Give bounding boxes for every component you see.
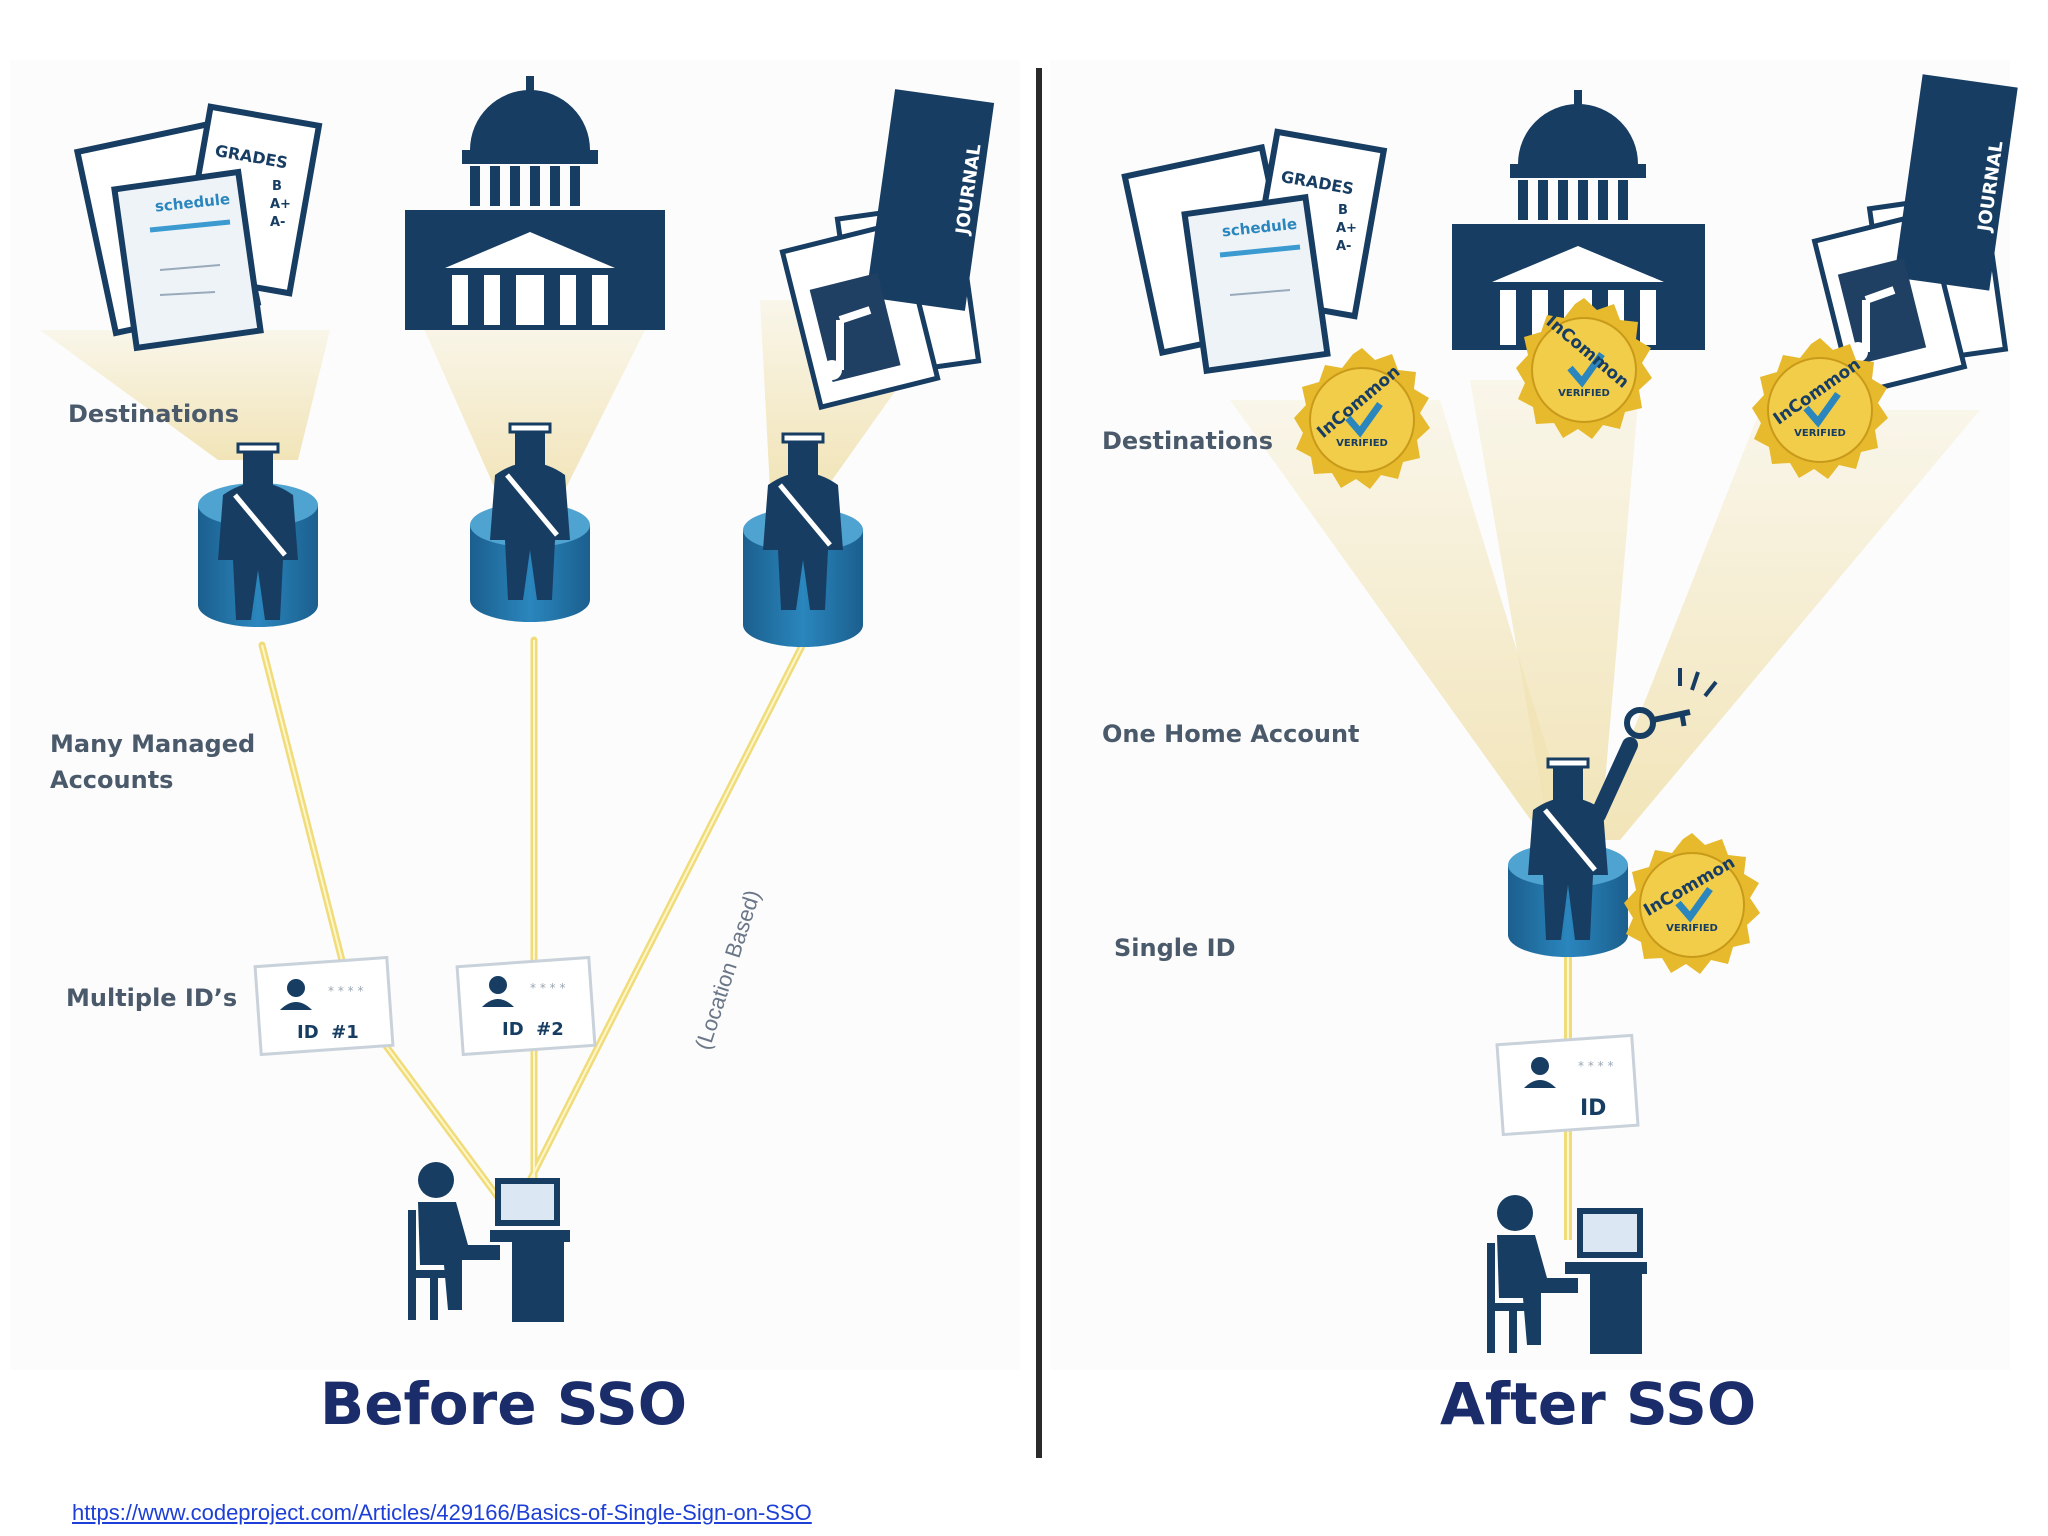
id-card-2: * * * * <box>455 955 597 1057</box>
after-home-label: One Home Account <box>1102 720 1360 748</box>
seal-3-bottom: VERIFIED <box>1794 428 1846 439</box>
journal-icon <box>779 89 995 411</box>
single-id-card: * * * * <box>1495 1033 1640 1137</box>
after-grade-mark-1: B <box>1338 203 1348 218</box>
after-journal-icon <box>1811 74 2018 398</box>
id-card-2-label: ID #2 <box>502 1019 564 1040</box>
building-facade <box>445 232 615 325</box>
before-connections-highlight <box>261 639 806 1201</box>
user-at-computer-before <box>408 1162 570 1322</box>
seal-1-bottom: VERIFIED <box>1336 438 1388 449</box>
seal-1 <box>1294 348 1430 489</box>
beam-2 <box>420 320 650 500</box>
svg-text:* * * *: * * * * <box>530 981 565 995</box>
svg-text:* * * *: * * * * <box>328 984 363 998</box>
guard-account-1 <box>198 442 318 627</box>
seal-2 <box>1516 298 1652 439</box>
after-sso-title: After SSO <box>1440 1370 1757 1438</box>
id-card-1: * * * * <box>253 955 395 1057</box>
home-guard <box>1508 737 1638 957</box>
after-beam-3 <box>1590 410 1980 840</box>
after-grade-mark-2: A+ <box>1336 221 1357 236</box>
panel-divider <box>1036 68 1042 1458</box>
guard-account-2 <box>470 422 590 622</box>
source-link[interactable]: https://www.codeproject.com/Articles/429… <box>72 1500 812 1525</box>
guard-account-3 <box>743 432 863 647</box>
single-id-label: ID <box>1580 1096 1606 1121</box>
seal-3 <box>1752 338 1888 479</box>
key-icon <box>1624 668 1718 739</box>
seal-2-bottom: VERIFIED <box>1558 388 1610 399</box>
after-single-label: Single ID <box>1114 934 1236 962</box>
grade-mark-3: A- <box>270 215 285 230</box>
id-card-1-label: ID #1 <box>297 1022 359 1043</box>
grade-mark-1: B <box>272 179 282 194</box>
seal-4 <box>1624 833 1760 974</box>
before-sso-title: Before SSO <box>320 1370 688 1438</box>
after-beam-2 <box>1470 380 1640 840</box>
after-documents-icon <box>1121 128 1388 375</box>
after-beams <box>1230 380 1980 840</box>
after-destinations-label: Destinations <box>1102 427 1274 455</box>
grade-mark-2: A+ <box>270 197 291 212</box>
seal-4-bottom: VERIFIED <box>1666 923 1718 934</box>
user-at-computer-after <box>1487 1195 1647 1354</box>
beam-1 <box>40 330 330 460</box>
before-destinations-label: Destinations <box>68 400 240 428</box>
documents-icon <box>73 103 323 352</box>
before-accounts-label-line2: Accounts <box>50 766 174 794</box>
before-accounts-label-line1: Many Managed <box>50 730 256 758</box>
after-beam-1 <box>1230 400 1575 840</box>
after-grade-mark-3: A- <box>1336 239 1351 254</box>
before-ids-label: Multiple ID’s <box>66 984 238 1012</box>
svg-text:* * * *: * * * * <box>1578 1059 1613 1073</box>
